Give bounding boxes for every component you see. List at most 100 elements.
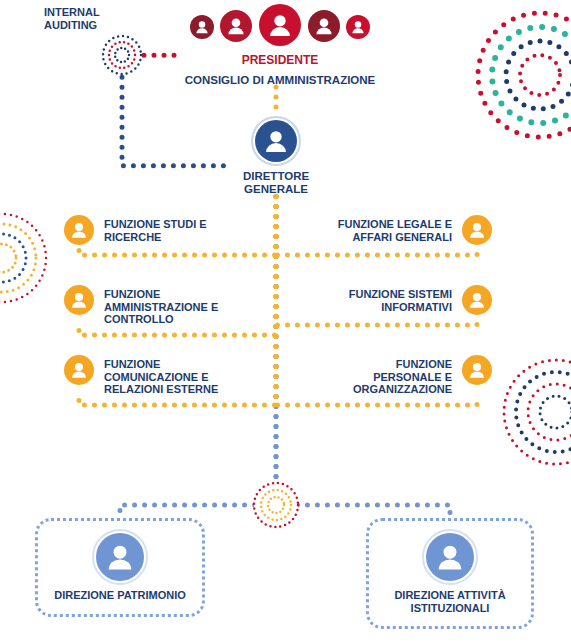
icon-head [232,18,241,27]
directorate-box: DIREZIONE ATTIVITÀ ISTITUZIONALI [366,518,534,629]
dot-ring [0,244,16,272]
dotted-connector [276,196,477,325]
icon-disc [346,15,370,39]
dotted-connector [79,196,276,334]
function-icon [461,214,493,246]
person-icon [259,4,301,46]
dotted-connector [120,196,276,518]
icon-ring [423,530,477,584]
directorate-icon [92,529,148,585]
directorate-icon [422,529,478,585]
dot-ring [109,42,135,68]
icon-disc [190,15,214,39]
icon-head [473,363,481,371]
dot-ring [492,27,571,123]
hub-ring [254,483,298,527]
icon-head [473,293,481,301]
person-icon [96,533,144,581]
icon-body [470,302,484,308]
icon-head [75,293,83,301]
function-icon [461,354,493,386]
hub-ring [261,490,291,520]
board-icons [175,2,385,50]
function-node: FUNZIONE STUDI E RICERCHE [63,214,229,246]
icon-disc [64,215,94,245]
node-title: FUNZIONE LEGALE E AFFARI GENERALI [327,218,452,243]
dot-ring [103,36,141,74]
directorate-box: DIREZIONE PATRIMONIO [35,518,205,617]
dotted-connector [276,196,477,404]
icon-disc [462,355,492,385]
person-icon [64,215,94,245]
person-icon [462,355,492,385]
icon-body [72,372,86,378]
icon-head [199,21,205,27]
icon-disc [426,533,474,581]
icon-ring [252,117,300,165]
icon-disc [220,10,252,42]
person-icon [64,285,94,315]
person-icon [220,10,252,42]
icon-body [439,559,462,569]
node-title: FUNZIONE PERSONALE E ORGANIZZAZIONE [327,358,452,396]
person-icon [426,533,474,581]
dotted-connector [79,196,276,255]
audit-ring [100,33,144,77]
icon-body [470,372,484,378]
dot-ring-top-right [478,13,571,137]
dot-ring [528,384,571,440]
audit-node: INTERNAL AUDITING [44,6,144,77]
hub-ring [268,497,284,513]
icon-disc [259,4,301,46]
icon-body [470,232,484,238]
node-title: FUNZIONE AMMINISTRAZIONE E CONTROLLO [104,288,229,326]
board-node: PRESIDENTECONSIGLIO DI AMMINISTRAZIONE [175,2,385,87]
function-node: FUNZIONE COMUNICAZIONE E RELAZIONI ESTER… [63,354,229,396]
icon-head [270,131,281,142]
dot-ring [504,360,571,464]
icon-head [274,15,285,26]
icon-disc [64,355,94,385]
node-title: FUNZIONE COMUNICAZIONE E RELAZIONI ESTER… [104,358,229,396]
person-icon [308,10,340,42]
dot-ring [0,234,26,282]
function-node: FUNZIONE PERSONALE E ORGANIZZAZIONE [327,354,493,396]
node-title: FUNZIONE STUDI E RICERCHE [104,218,229,243]
dot-ring-left [0,214,46,302]
dotted-connector [274,87,279,116]
dot-ring [478,13,571,137]
icon-disc [308,10,340,42]
dotted-connector [122,77,226,166]
icon-head [473,223,481,231]
dot-ring [540,396,571,428]
icon-body [109,559,132,569]
icon-disc [64,285,94,315]
node-title: DIRETTORE GENERALE [226,170,326,196]
function-node: FUNZIONE AMMINISTRAZIONE E CONTROLLO [63,284,229,326]
dot-ring [115,48,129,62]
dot-ring [520,55,560,95]
function-icon [461,284,493,316]
person-icon [462,285,492,315]
icon-head [75,363,83,371]
dot-ring [0,224,36,292]
dot-ring [516,372,571,452]
person-icon [64,355,94,385]
node-title: DIREZIONE PATRIMONIO [46,589,194,602]
function-node: FUNZIONE SISTEMI INFORMATIVI [327,284,493,316]
dotted-connector [276,196,477,255]
function-icon [63,214,95,246]
function-node: FUNZIONE LEGALE E AFFARI GENERALI [327,214,493,246]
node-title: DIREZIONE ATTIVITÀ ISTITUZIONALI [377,589,523,614]
node-title: PRESIDENTE [175,54,385,68]
function-icon [63,284,95,316]
director-icon [251,116,301,166]
dot-ring-right [504,360,571,464]
icon-disc [462,215,492,245]
person-icon [190,15,214,39]
icon-disc [96,533,144,581]
icon-disc [462,285,492,315]
icon-body [228,28,243,35]
